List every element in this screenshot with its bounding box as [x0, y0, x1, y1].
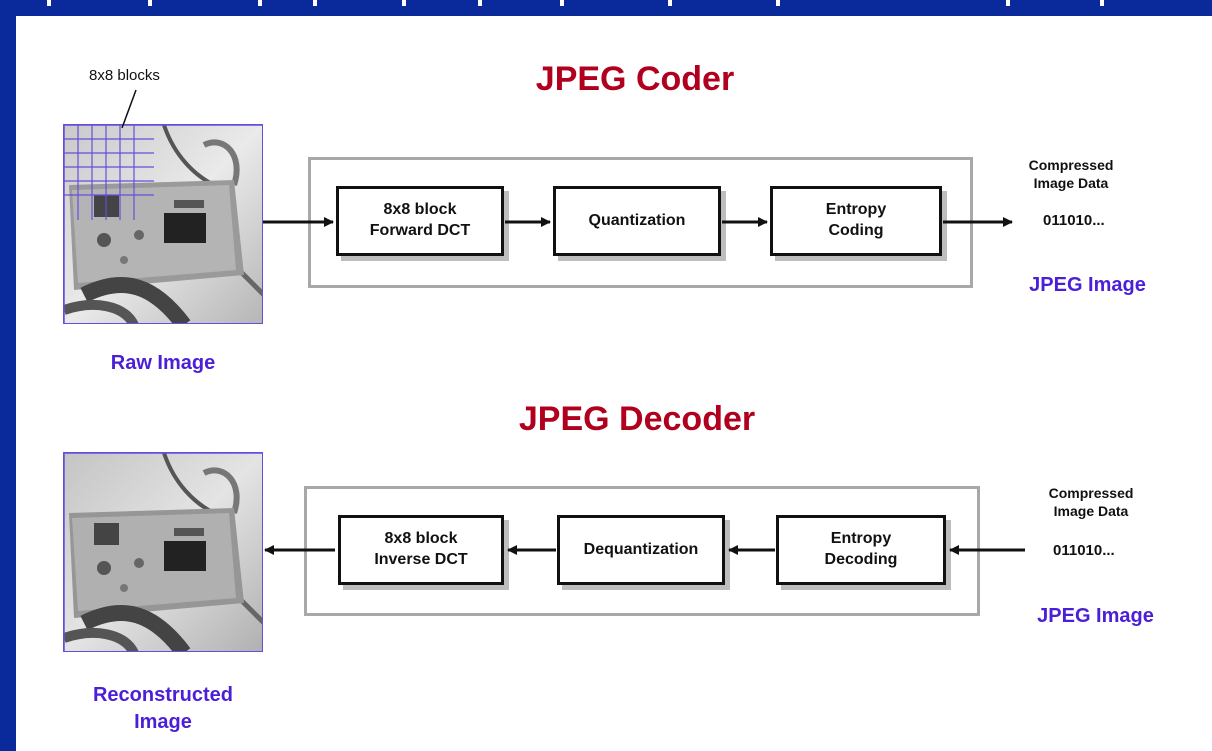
decoder-stage-entropy-line2: Decoding — [824, 551, 898, 568]
decoder-input-label-line2: Image Data — [1053, 503, 1129, 520]
decoder-input-bits: 011010... — [1053, 542, 1115, 559]
coder-title: JPEG Coder — [535, 60, 735, 98]
reconstructed-image-caption: Reconstructed Image — [63, 682, 263, 736]
raw-image-caption: Raw Image — [110, 352, 216, 374]
decoder-stage-idct: 8x8 block Inverse DCT — [338, 515, 504, 585]
top-decoration — [0, 0, 1212, 8]
coder-stage-entropy-line2: Coding — [828, 222, 884, 239]
coder-stage-entropy: Entropy Coding — [770, 186, 942, 256]
coder-stage-dct-line2: Forward DCT — [369, 222, 471, 239]
decoder-stage-entropy: Entropy Decoding — [776, 515, 946, 585]
decoder-input-label-line1: Compressed — [1048, 485, 1134, 501]
reconstructed-caption-line2: Image — [134, 711, 192, 733]
coder-output-bits: 011010... — [1043, 212, 1105, 229]
reconstructed-image-photo — [63, 452, 263, 652]
blocks-label: 8x8 blocks — [89, 67, 160, 84]
reconstructed-caption-line1: Reconstructed — [92, 684, 234, 706]
coder-stage-quantization: Quantization — [553, 186, 721, 256]
decoder-stage-dequantization-label: Dequantization — [583, 540, 699, 558]
decoder-stage-idct-line2: Inverse DCT — [374, 551, 468, 568]
decoder-input-label: Compressed Image Data — [1032, 484, 1150, 520]
coder-stage-quantization-label: Quantization — [588, 211, 686, 229]
decoder-stage-entropy-line1: Entropy — [830, 530, 892, 548]
decoder-title: JPEG Decoder — [518, 400, 756, 438]
coder-output-caption: JPEG Image — [1029, 274, 1146, 296]
coder-output-label-line1: Compressed — [1028, 157, 1114, 173]
coder-stage-dct-line1: 8x8 block — [383, 201, 457, 219]
coder-stage-dct: 8x8 block Forward DCT — [336, 186, 504, 256]
decoder-stage-idct-line1: 8x8 block — [384, 530, 458, 548]
decoder-stage-dequantization: Dequantization — [557, 515, 725, 585]
coder-output-label: Compressed Image Data — [1012, 156, 1130, 192]
decoder-input-caption: JPEG Image — [1037, 605, 1154, 627]
coder-output-label-line2: Image Data — [1033, 175, 1109, 192]
coder-stage-entropy-line1: Entropy — [825, 201, 887, 219]
blocks-label-leader — [121, 89, 137, 129]
raw-image-photo — [63, 124, 263, 324]
